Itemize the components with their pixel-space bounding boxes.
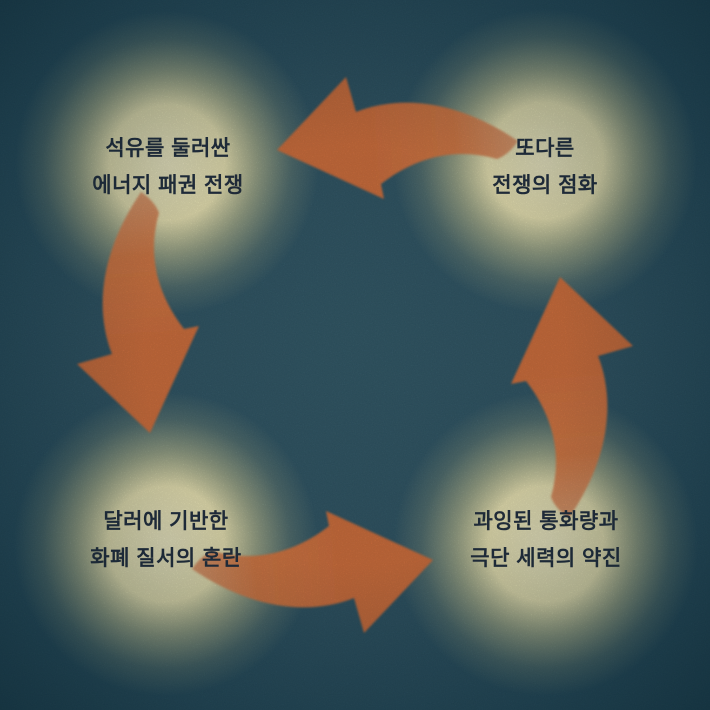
cycle-node-bottom-right: 과잉된 통화량과 극단 세력의 약진 xyxy=(386,498,706,582)
node-label-line: 또다른 xyxy=(515,137,575,160)
cycle-node-bottom-left: 달러에 기반한 화폐 질서의 혼란 xyxy=(6,498,326,582)
node-label-line: 과잉된 통화량과 xyxy=(473,510,619,533)
node-label-line: 석유를 둘러싼 xyxy=(105,137,231,160)
cycle-node-top-left: 석유를 둘러싼 에너지 패권 전쟁 xyxy=(8,125,328,209)
node-label-line: 에너지 패권 전쟁 xyxy=(92,174,244,197)
node-label-line: 화폐 질서의 혼란 xyxy=(90,547,242,570)
cycle-node-top-right: 또다른 전쟁의 점화 xyxy=(385,125,705,209)
node-label-line: 전쟁의 점화 xyxy=(492,174,598,197)
node-label-line: 극단 세력의 약진 xyxy=(470,547,622,570)
node-label-line: 달러에 기반한 xyxy=(103,510,229,533)
